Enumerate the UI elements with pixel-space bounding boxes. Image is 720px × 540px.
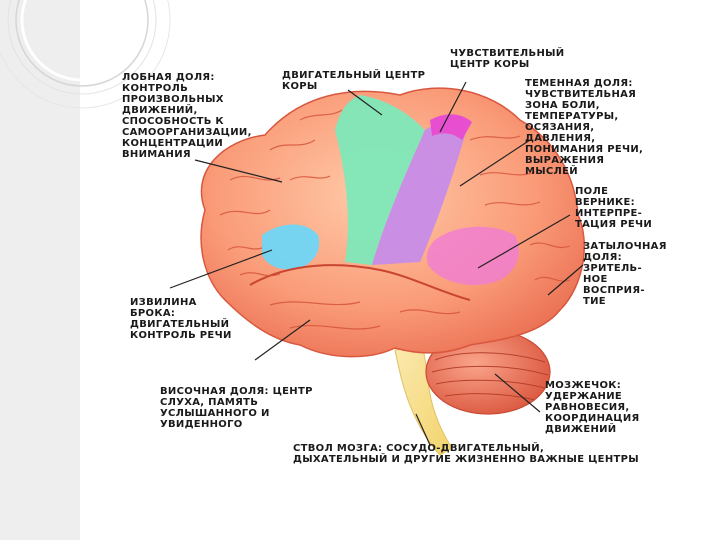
label-frontal-lobe: ЛОБНАЯ ДОЛЯ: КОНТРОЛЬ ПРОИЗВОЛЬНЫХ ДВИЖЕ… <box>122 72 252 160</box>
label-parietal-lobe: ТЕМЕННАЯ ДОЛЯ: ЧУВСТВИТЕЛЬНАЯ ЗОНА БОЛИ,… <box>525 78 643 177</box>
label-broca-area: ИЗВИЛИНА БРОКА: ДВИГАТЕЛЬНЫЙ КОНТРОЛЬ РЕ… <box>130 297 232 341</box>
label-occipital-lobe: ЗАТЫЛОЧНАЯ ДОЛЯ: ЗРИТЕЛЬ- НОЕ ВОСПРИЯ- Т… <box>583 241 667 307</box>
label-motor-cortex: ДВИГАТЕЛЬНЫЙ ЦЕНТР КОРЫ <box>282 70 425 92</box>
label-brainstem: СТВОЛ МОЗГА: СОСУДО-ДВИГАТЕЛЬНЫЙ, ДЫХАТЕ… <box>293 443 639 465</box>
label-cerebellum: МОЗЖЕЧОК: УДЕРЖАНИЕ РАВНОВЕСИЯ, КООРДИНА… <box>545 380 640 435</box>
label-temporal-lobe: ВИСОЧНАЯ ДОЛЯ: ЦЕНТР СЛУХА, ПАМЯТЬ УСЛЫШ… <box>160 386 313 430</box>
label-wernicke-area: ПОЛЕ ВЕРНИКЕ: ИНТЕРПРЕ- ТАЦИЯ РЕЧИ <box>575 186 652 230</box>
label-sensory-cortex: ЧУВСТВИТЕЛЬНЫЙ ЦЕНТР КОРЫ <box>450 48 564 70</box>
